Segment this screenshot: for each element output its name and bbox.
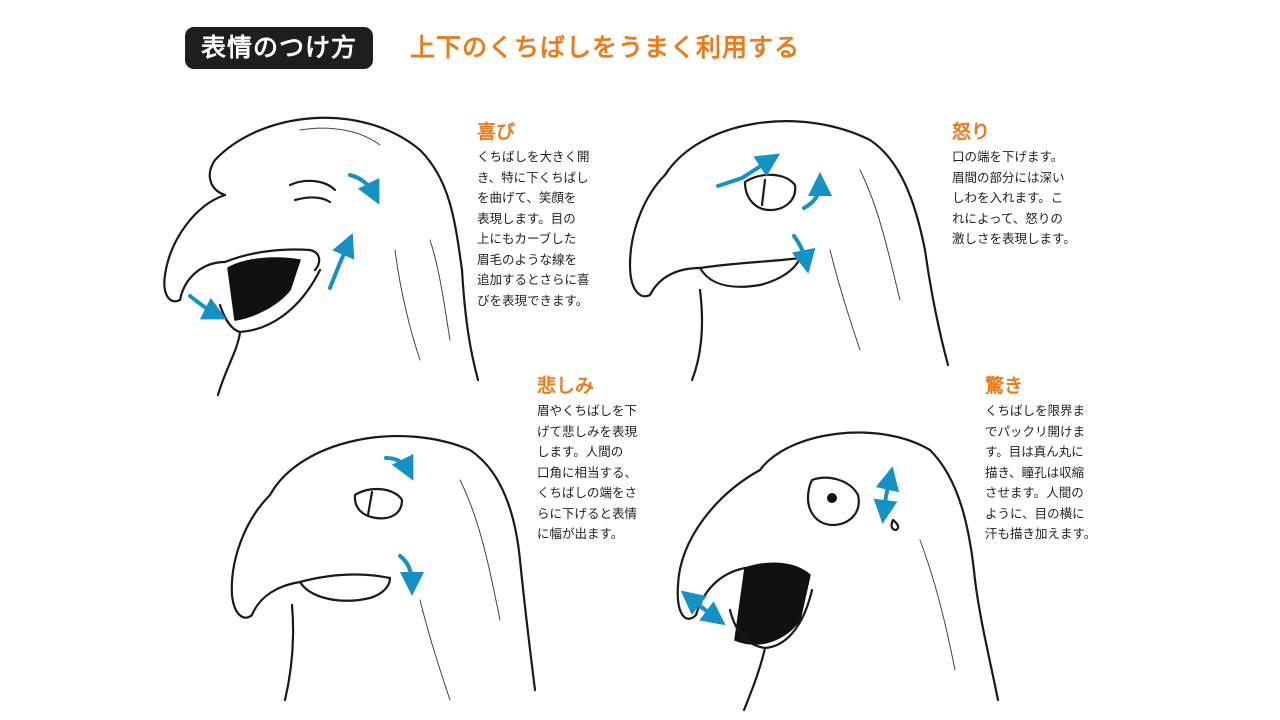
description-line: 口の端を下げます。 — [952, 149, 1064, 164]
description-line: くちばしを限界ま — [985, 403, 1086, 418]
description-line: 描き、瞳孔は収縮 — [985, 464, 1085, 480]
description-line: 口角に相当する、 — [537, 464, 638, 480]
description-line: に幅が出ます。 — [537, 526, 624, 541]
emotion-title: 悲しみ — [537, 375, 595, 397]
emotion-title: 怒り — [952, 121, 991, 143]
emotion-description: くちばしを大きく開 き、特に下くちばし を曲げて、笑顔を 表現します。目の 上に… — [477, 147, 590, 311]
eagle-sadness-drawing — [230, 434, 537, 702]
section-tag: 表情のつけ方 — [185, 27, 374, 69]
description-line: します。人間の — [537, 444, 624, 459]
description-line: しわを入れます。こ — [952, 190, 1064, 205]
eagle-surprise-drawing — [676, 431, 1000, 712]
eagle-anger-drawing — [628, 120, 950, 382]
emotion-surprise: 驚き くちばしを限界ま でパックリ開けま す。目は真ん丸に 描き、瞳孔は収縮 さ… — [985, 375, 1096, 545]
description-line: げて悲しみを表現 — [537, 423, 638, 439]
description-line: 眉毛のような線を — [477, 251, 578, 267]
description-line: す。目は真ん丸に — [985, 444, 1084, 459]
emotion-title: 喜び — [477, 121, 516, 143]
description-line: を曲げて、笑顔を — [477, 190, 577, 205]
emotion-description: 眉やくちばしを下 げて悲しみを表現 します。人間の 口角に相当する、 くちばしの… — [537, 401, 637, 545]
emotion-title: 驚き — [985, 375, 1024, 397]
description-line: ように、目の横に — [985, 505, 1085, 521]
emotion-description: くちばしを限界ま でパックリ開けま す。目は真ん丸に 描き、瞳孔は収縮 させます… — [985, 401, 1096, 545]
description-line: 上にもカーブした — [477, 231, 577, 246]
description-line: 汗も描き加えます。 — [985, 526, 1097, 541]
description-line: びを表現できます。 — [477, 292, 589, 308]
description-line: くちばしを大きく開 — [477, 149, 590, 164]
description-line: き、特に下くちばし — [477, 169, 589, 185]
description-line: 表現します。目の — [477, 210, 576, 226]
emotion-sadness: 悲しみ 眉やくちばしを下 げて悲しみを表現 します。人間の 口角に相当する、 く… — [537, 375, 637, 545]
description-line: 激しさを表現します。 — [952, 231, 1076, 246]
description-line: 眉やくちばしを下 — [537, 403, 638, 418]
description-line: れによって、怒りの — [952, 210, 1063, 226]
description-line: 追加するとさらに喜 — [477, 272, 590, 287]
emotion-description: 口の端を下げます。 眉間の部分には深い しわを入れます。こ れによって、怒りの … — [952, 147, 1076, 250]
description-line: くちばしの端をさ — [537, 485, 638, 500]
emotion-joy: 喜び くちばしを大きく開 き、特に下くちばし を曲げて、笑顔を 表現します。目の… — [477, 121, 590, 311]
emotion-anger: 怒り 口の端を下げます。 眉間の部分には深い しわを入れます。こ れによって、怒… — [952, 121, 1076, 250]
description-line: させます。人間の — [985, 485, 1084, 500]
description-line: 眉間の部分には深い — [952, 169, 1065, 185]
description-line: でパックリ開けま — [985, 423, 1086, 439]
description-line: らに下げると表情 — [537, 505, 638, 521]
eagle-joy-drawing — [163, 116, 480, 397]
page-title: 上下のくちばしをうまく利用する — [410, 33, 801, 62]
